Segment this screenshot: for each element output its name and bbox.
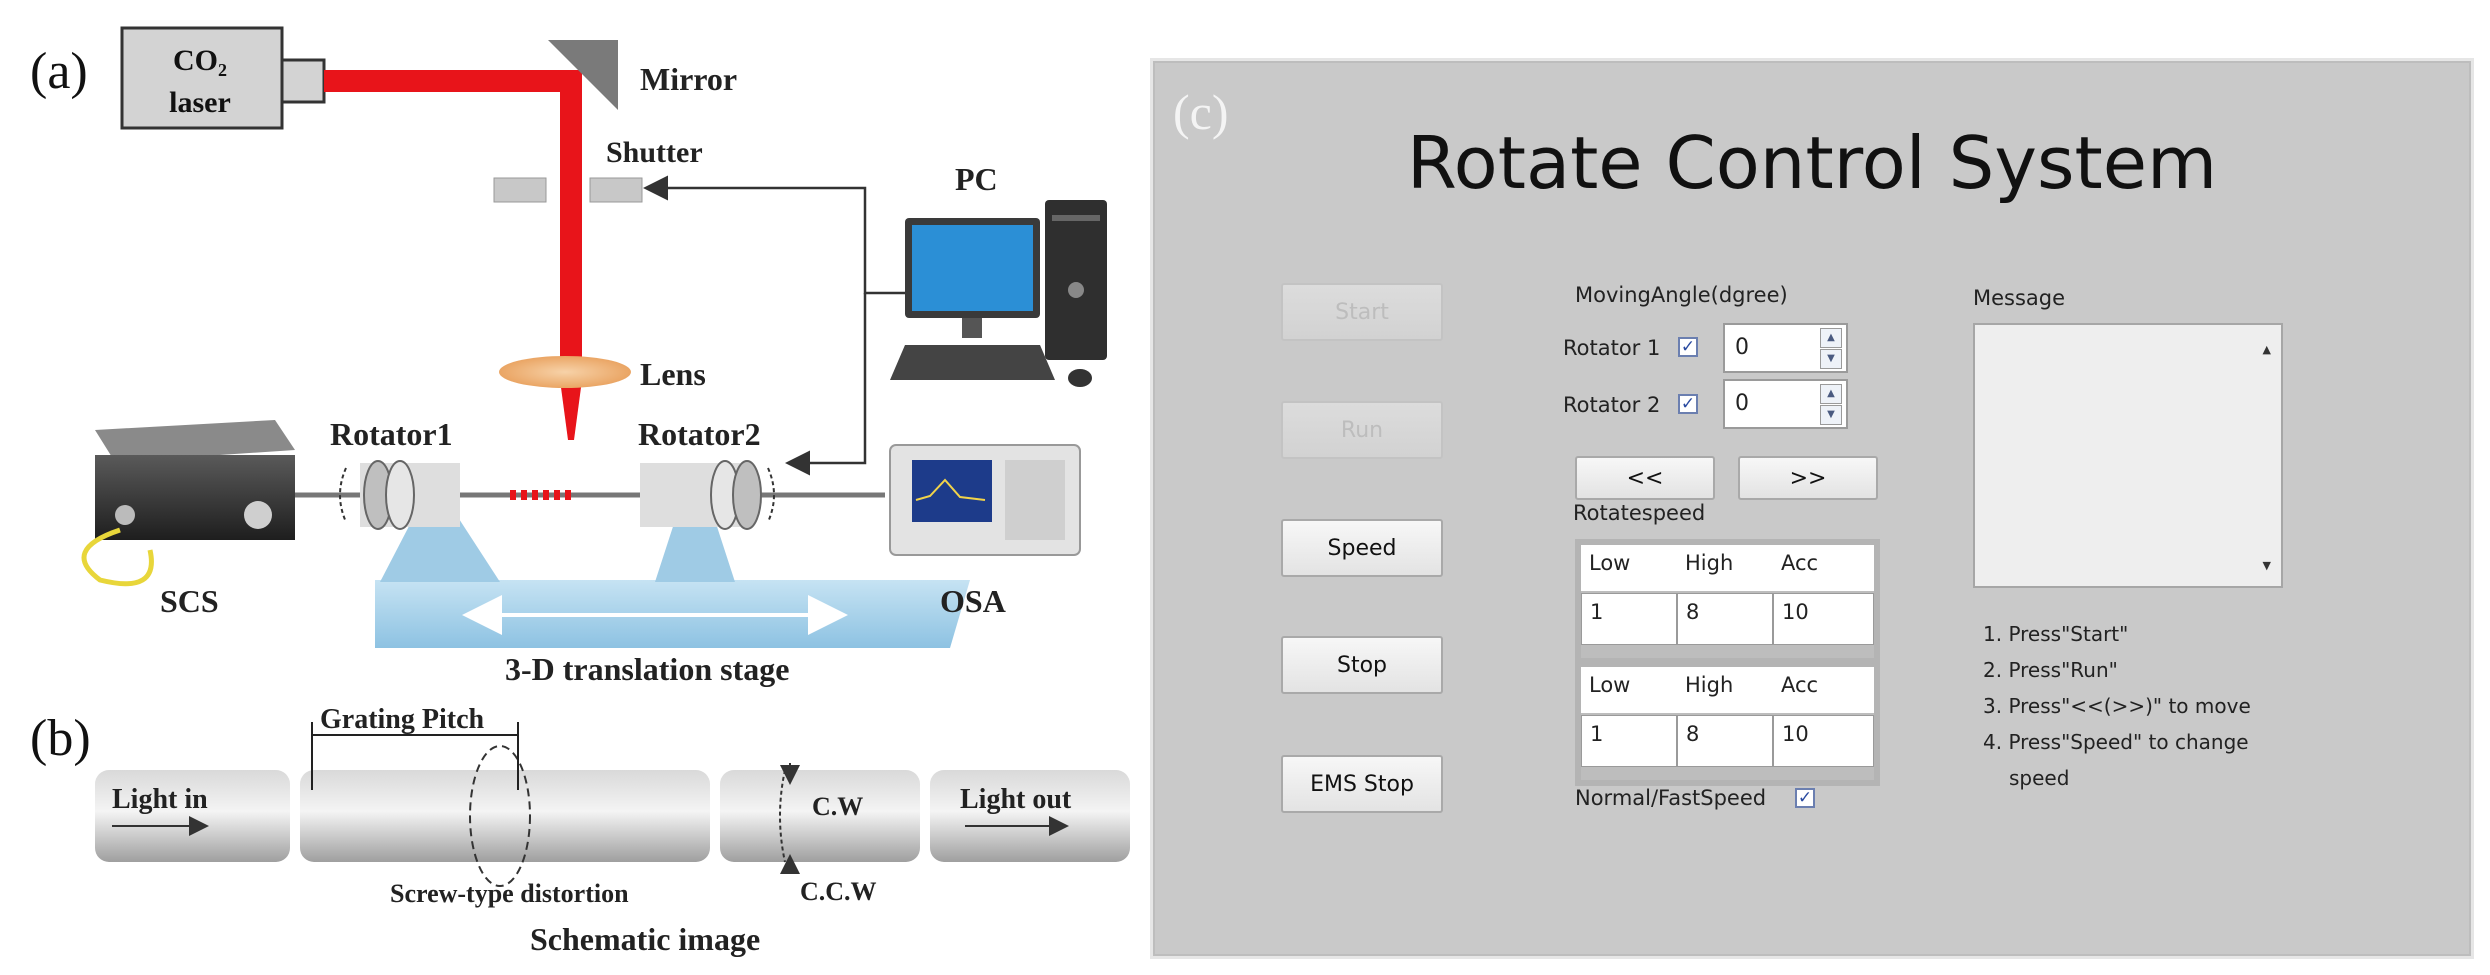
laser-label-line1: CO₂: [173, 44, 227, 77]
speed-button[interactable]: Speed: [1281, 519, 1443, 577]
moving-angle-label: MovingAngle(dgree): [1575, 283, 1788, 307]
speed-high-input[interactable]: 8: [1677, 593, 1773, 645]
speed-table-header: Low: [1581, 667, 1677, 713]
spinner-up-icon[interactable]: ▲: [1820, 328, 1842, 348]
rotator2-angle-value: 0: [1735, 391, 1749, 416]
light-out-label: Light out: [960, 784, 1072, 815]
scs-source: [81, 420, 295, 587]
ems-stop-button[interactable]: EMS Stop: [1281, 755, 1443, 813]
grating-pitch-label: Grating Pitch: [320, 704, 485, 735]
spinner-up-icon[interactable]: ▲: [1820, 384, 1842, 404]
rotator1-angle-spinner[interactable]: 0 ▲ ▼: [1723, 323, 1848, 373]
rotate-forward-button[interactable]: >>: [1738, 456, 1878, 500]
speed-table-header: Acc: [1773, 545, 1874, 591]
rotator2-label: Rotator2: [638, 416, 761, 452]
cw-label: C.W: [812, 792, 863, 821]
speed-table-header: High: [1677, 667, 1773, 713]
fiber-schematic: [95, 745, 1130, 887]
scs-label: SCS: [160, 583, 219, 619]
normal-fast-speed-label: Normal/FastSpeed: [1575, 786, 1767, 810]
fiber-grating-marks: [510, 490, 571, 500]
mirror-label: Mirror: [640, 61, 737, 97]
pc-to-shutter-line: [643, 175, 915, 295]
fast-speed-acc-input[interactable]: 10: [1773, 715, 1874, 767]
speed-table-1: Low High Acc 1 8 10: [1575, 539, 1880, 664]
lens-label: Lens: [640, 356, 706, 392]
pc-label: PC: [955, 161, 998, 197]
fast-speed-low-input[interactable]: 1: [1581, 715, 1677, 767]
scroll-down-icon[interactable]: ▼: [2262, 559, 2271, 572]
start-button[interactable]: Start: [1281, 283, 1443, 341]
rotate-back-button[interactable]: <<: [1575, 456, 1715, 500]
laser-beam-horizontal: [324, 70, 580, 92]
rotator2-checkbox-label: Rotator 2: [1563, 393, 1661, 417]
ccw-label: C.C.W: [800, 877, 877, 906]
rotator2-angle-spinner[interactable]: 0 ▲ ▼: [1723, 379, 1848, 429]
spinner-down-icon[interactable]: ▼: [1820, 405, 1842, 425]
translation-stage: [375, 505, 970, 648]
rotator2-checkbox[interactable]: ✓: [1678, 394, 1698, 414]
speed-acc-input[interactable]: 10: [1773, 593, 1874, 645]
stage-label: 3-D translation stage: [505, 651, 789, 687]
lens-icon: [499, 356, 631, 388]
laser-label-line2: laser: [169, 86, 231, 119]
rotator1-angle-value: 0: [1735, 335, 1749, 360]
shutter-label: Shutter: [606, 136, 703, 169]
speed-table-header: High: [1677, 545, 1773, 591]
co2-laser: CO₂ laser: [120, 26, 326, 130]
instruction-4-continued: speed: [2009, 766, 2070, 790]
normal-fast-speed-checkbox[interactable]: ✓: [1795, 788, 1815, 808]
fast-speed-high-input[interactable]: 8: [1677, 715, 1773, 767]
speed-table-header: Low: [1581, 545, 1677, 591]
speed-low-input[interactable]: 1: [1581, 593, 1677, 645]
rotator2-icon: [640, 460, 775, 530]
instruction-2: 2. Press"Run": [1983, 658, 2118, 682]
osa-label: OSA: [940, 583, 1006, 619]
message-textbox[interactable]: ▲ ▼: [1973, 323, 2283, 588]
rotator1-checkbox-label: Rotator 1: [1563, 336, 1661, 360]
instruction-3: 3. Press"<<(>>)" to move: [1983, 694, 2251, 718]
speed-table-2: Low High Acc 1 8 10: [1575, 661, 1880, 786]
rotate-control-window: (c) Rotate Control System Start Run Spee…: [1150, 58, 2474, 959]
distortion-label: Screw-type distortion: [390, 879, 629, 908]
rotator1-label: Rotator1: [330, 416, 453, 452]
instruction-1: 1. Press"Start": [1983, 622, 2129, 646]
scroll-up-icon[interactable]: ▲: [2262, 343, 2271, 356]
mirror-icon: [548, 40, 618, 110]
laser-beam-vertical: [560, 70, 582, 440]
instruction-4: 4. Press"Speed" to change: [1983, 730, 2249, 754]
schematic-caption: Schematic image: [530, 921, 760, 957]
setup-diagram: (a) CO₂ laser Mirror Shutter PC Lens: [30, 26, 1130, 957]
panel-c-label: (c): [1173, 84, 1229, 140]
rotator1-icon: [339, 460, 460, 530]
stop-button[interactable]: Stop: [1281, 636, 1443, 694]
rotator1-checkbox[interactable]: ✓: [1678, 337, 1698, 357]
rotatespeed-label: Rotatespeed: [1573, 501, 1706, 525]
shutter-left-blade: [493, 177, 547, 203]
osa-instrument: [889, 444, 1081, 556]
light-in-label: Light in: [112, 784, 208, 815]
app-title: Rotate Control System: [1406, 121, 2218, 205]
spinner-down-icon[interactable]: ▼: [1820, 349, 1842, 369]
pc-to-rotator2-line: [785, 293, 867, 476]
panel-b-label: (b): [30, 710, 91, 767]
shutter-right-blade: [589, 177, 643, 203]
message-label: Message: [1973, 286, 2066, 310]
speed-table-header: Acc: [1773, 667, 1874, 713]
pc-icon: PC: [890, 161, 1107, 387]
run-button[interactable]: Run: [1281, 401, 1443, 459]
panel-a-label: (a): [30, 43, 88, 100]
